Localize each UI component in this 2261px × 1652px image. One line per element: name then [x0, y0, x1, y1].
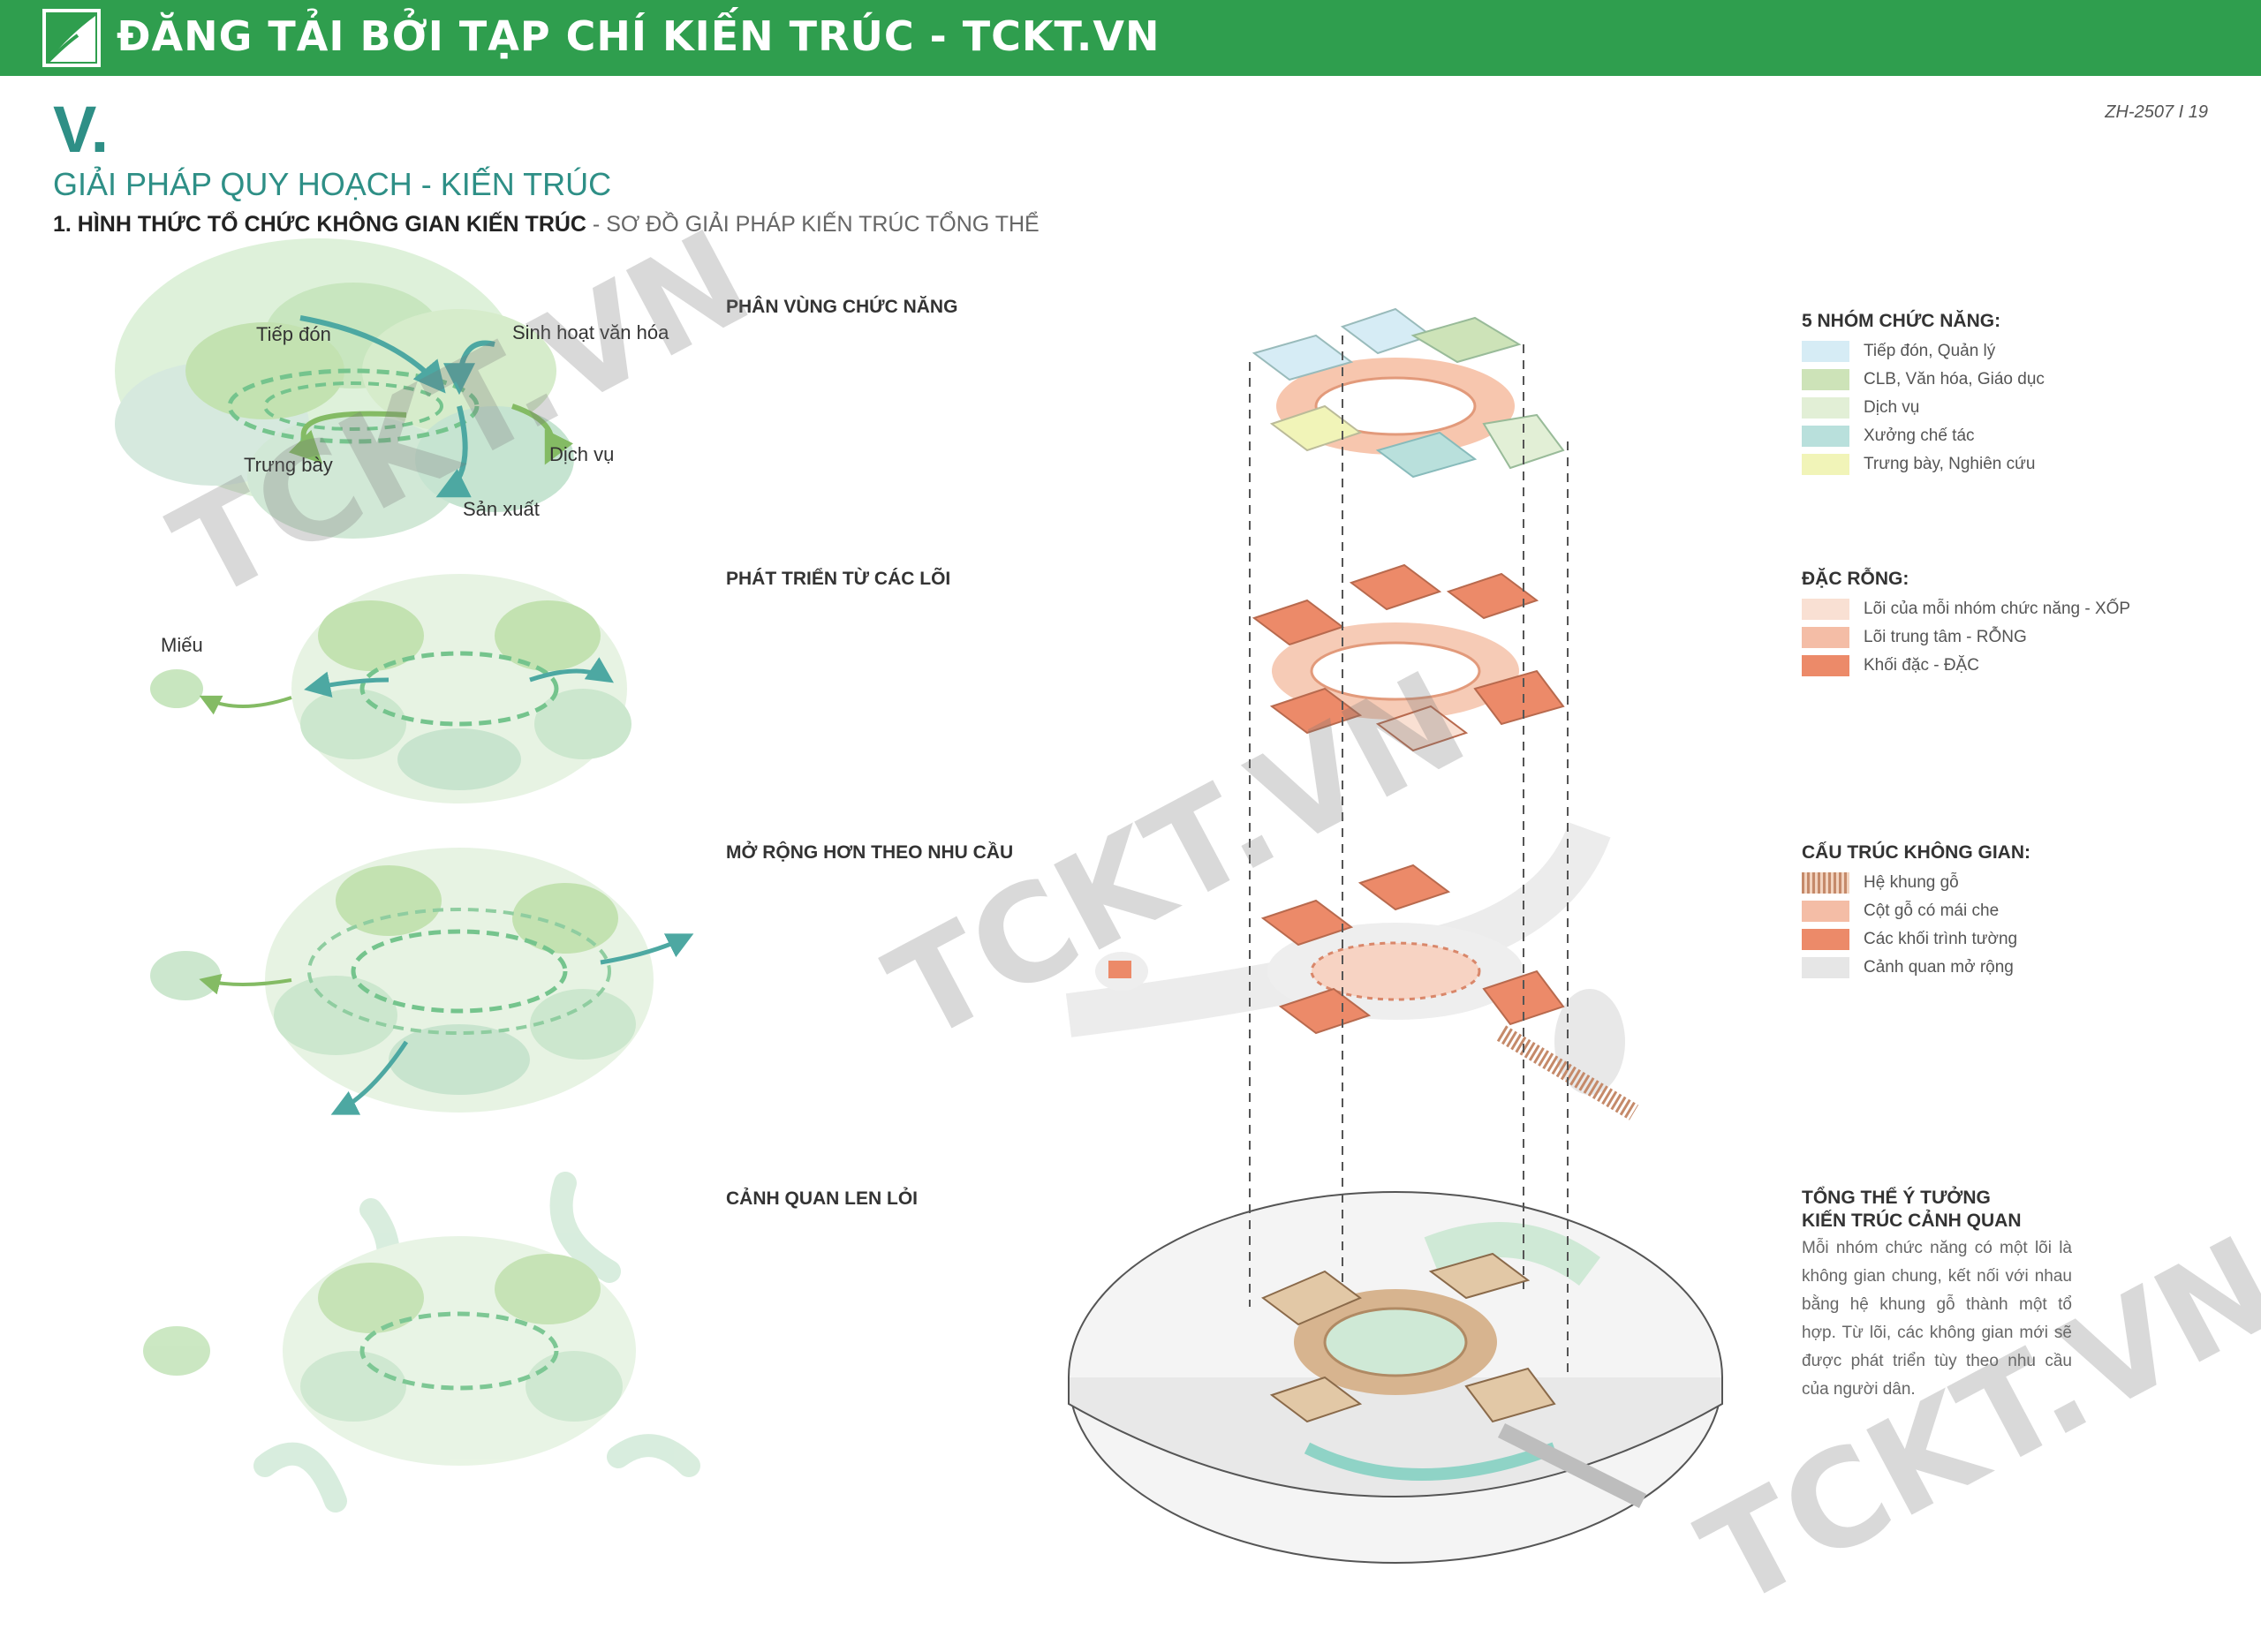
legend-solid-void-title: ĐẶC RỖNG: [1802, 569, 1909, 589]
banner-title: ĐĂNG TẢI BỞI TẠP CHÍ KIẾN TRÚC - TCKT.VN [117, 12, 1161, 60]
legend-swatch [1802, 454, 1849, 475]
legend-swatch [1802, 426, 1849, 447]
legend-item: Lõi trung tâm - RỖNG [1802, 625, 2027, 650]
top-banner: ĐĂNG TẢI BỞI TẠP CHÍ KIẾN TRÚC - TCKT.VN [0, 0, 2261, 76]
concept-title-line2: KIẾN TRÚC CẢNH QUAN [1802, 1211, 2022, 1231]
legend-label: Dịch vụ [1864, 398, 1920, 417]
legend-swatch [1802, 397, 1849, 419]
legend-swatch [1802, 901, 1849, 922]
bubble-diagram-zoning [115, 238, 574, 539]
stage-label-expand: MỞ RỘNG HƠN THEO NHU CẦU [726, 842, 1014, 863]
legend-label: CLB, Văn hóa, Giáo dục [1864, 370, 2045, 388]
legend-swatch [1802, 655, 1849, 676]
legend-label: Lõi trung tâm - RỖNG [1864, 628, 2027, 646]
legend-swatch [1802, 957, 1849, 978]
label-trung-bay: Trưng bày [244, 454, 333, 476]
legend-label: Khối đặc - ĐẶC [1864, 656, 1979, 675]
legend-item: Hệ khung gỗ [1802, 871, 1959, 895]
legend-label: Xưởng chế tác [1864, 426, 1975, 445]
bubble-diagram-expand [150, 848, 694, 1115]
section-number: V. [53, 93, 110, 166]
concept-body: Mỗi nhóm chức năng có một lõi là không g… [1802, 1239, 2072, 1399]
legend-swatch-hatch [1802, 872, 1849, 894]
legend-swatch [1802, 369, 1849, 390]
legend-label: Lõi của mỗi nhóm chức năng - XỐP [1864, 600, 2131, 618]
concept-title: TỔNG THỂ Ý TƯỞNG KIẾN TRÚC CẢNH QUAN [1802, 1187, 2022, 1233]
legend-item: Xưởng chế tác [1802, 424, 1975, 449]
legend-swatch [1802, 929, 1849, 950]
label-sinh-hoat: Sinh hoạt văn hóa [512, 321, 669, 343]
subtitle-bold: 1. HÌNH THỨC TỔ CHỨC KHÔNG GIAN KIẾN TRÚ… [53, 212, 586, 237]
bubble-diagram-cores [150, 574, 631, 803]
page-code: ZH-2507 I 19 [2105, 102, 2208, 122]
legend-item: Cảnh quan mở rộng [1802, 955, 2014, 980]
legend-item: CLB, Văn hóa, Giáo dục [1802, 367, 2045, 392]
axon-layer-zoning [1251, 307, 1565, 479]
legend-label: Trưng bày, Nghiên cứu [1864, 455, 2036, 473]
bubble-diagram-landscape [143, 1172, 700, 1512]
label-san-xuat: Sản xuất [463, 498, 540, 520]
legend-swatch [1802, 341, 1849, 362]
label-mieu: Miếu [161, 634, 203, 656]
stage-label-cores: PHÁT TRIỂN TỪ CÁC LÕI [726, 569, 951, 589]
legend-label: Cảnh quan mở rộng [1864, 958, 2014, 977]
section-title: GIẢI PHÁP QUY HOẠCH - KIẾN TRÚC [53, 166, 612, 202]
stage-label-zoning: PHÂN VÙNG CHỨC NĂNG [726, 297, 958, 317]
axon-layer-cores [1251, 563, 1565, 752]
legend-swatch [1802, 627, 1849, 648]
legend-swatch [1802, 599, 1849, 620]
axon-layer-expand [1065, 821, 1639, 1120]
legend-groups-title: 5 NHÓM CHỨC NĂNG: [1802, 311, 2001, 331]
legend-item: Khối đặc - ĐẶC [1802, 653, 1979, 678]
legend-item: Dịch vụ [1802, 396, 1919, 420]
stage-label-landscape: CẢNH QUAN LEN LỎI [726, 1188, 918, 1209]
legend-item: Các khối trình tường [1802, 927, 2017, 952]
legend-item: Tiếp đón, Quản lý [1802, 339, 1995, 364]
legend-item: Trưng bày, Nghiên cứu [1802, 452, 2035, 477]
section-subtitle: 1. HÌNH THỨC TỔ CHỨC KHÔNG GIAN KIẾN TRÚ… [53, 212, 1040, 238]
legend-label: Hệ khung gỗ [1864, 873, 1959, 892]
legend-label: Cột gỗ có mái che [1864, 901, 2000, 920]
label-tiep-don: Tiếp đón [256, 323, 331, 345]
legend-structure-title: CẤU TRÚC KHÔNG GIAN: [1802, 842, 2030, 863]
legend-item: Cột gỗ có mái che [1802, 899, 1999, 924]
legend-item: Lõi của mỗi nhóm chức năng - XỐP [1802, 597, 2130, 622]
axon-guide-lines [1249, 336, 1569, 1377]
axon-layer-master [1068, 1191, 1723, 1564]
tckt-logo-icon [42, 9, 101, 67]
legend-label: Tiếp đón, Quản lý [1864, 342, 1996, 360]
concept-title-line1: TỔNG THỂ Ý TƯỞNG [1802, 1188, 1991, 1208]
label-dich-vu: Dịch vụ [549, 443, 615, 465]
subtitle-rest: - SƠ ĐỒ GIẢI PHÁP KIẾN TRÚC TỔNG THỂ [586, 212, 1040, 237]
legend-label: Các khối trình tường [1864, 930, 2018, 948]
